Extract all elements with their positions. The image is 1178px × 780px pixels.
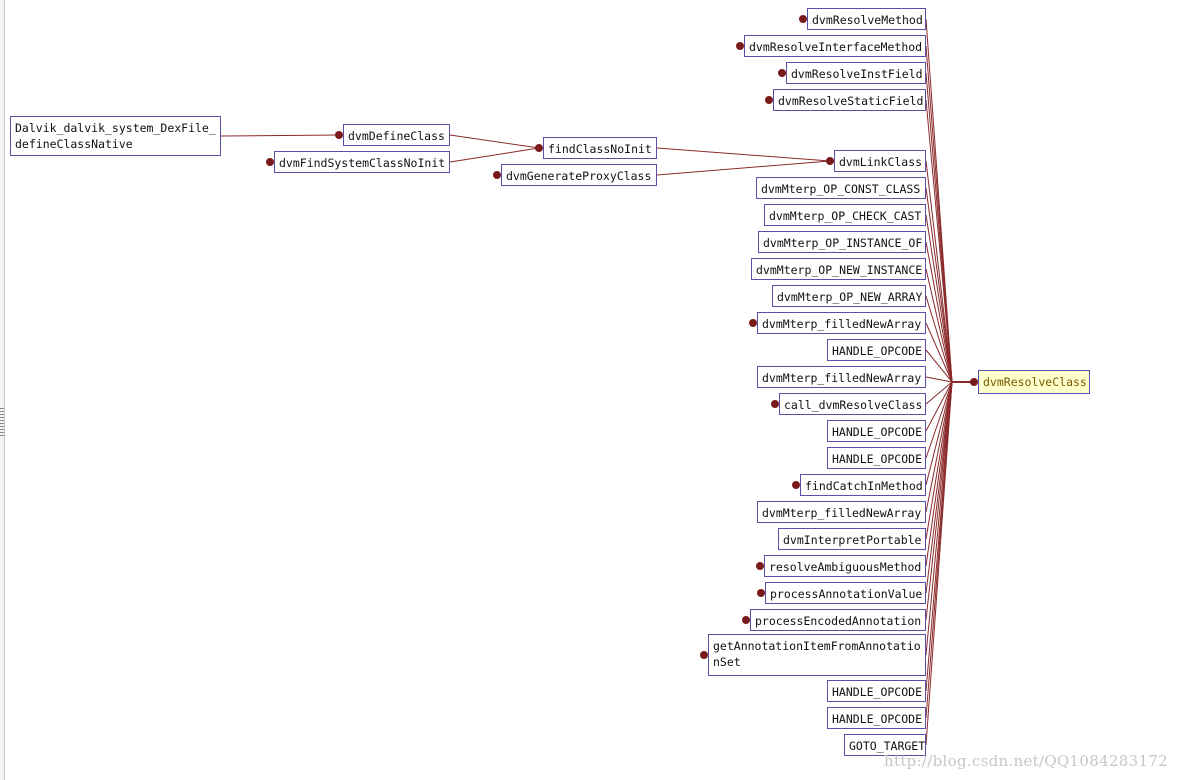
node-op-const-class[interactable]: dvmMterp_OP_CONST_CLASS (756, 177, 926, 199)
node-processannotationvalue[interactable]: processAnnotationValue (765, 582, 926, 604)
port-dot-n_resolve_ambig[interactable] (756, 562, 764, 570)
edge-n_find_catch-to-target (925, 381, 953, 486)
panel-splitter[interactable] (0, 0, 5, 780)
edge-n_proc_enc_annot-to-target (925, 381, 953, 621)
watermark: http://blog.csdn.net/QQ1084283172 (884, 752, 1168, 770)
edge-n_check_cast-to-target (925, 214, 953, 383)
edge-n_define_class-to-n_find_noinit (449, 134, 540, 149)
port-dot-n_resolve_static[interactable] (765, 96, 773, 104)
node-handle-opcode-3[interactable]: HANDLE_OPCODE (827, 447, 926, 469)
port-dot-n_find_noinit[interactable] (535, 144, 543, 152)
port-dot-n_resolve_method[interactable] (799, 15, 807, 23)
edge-n_goto_target-to-target (925, 381, 953, 746)
node-handle-opcode-5[interactable]: HANDLE_OPCODE (827, 707, 926, 729)
node-handle-opcode-1[interactable]: HANDLE_OPCODE (827, 339, 926, 361)
node-filled-new-array-2[interactable]: dvmMterp_filledNewArray (757, 366, 926, 388)
node-op-new-instance[interactable]: dvmMterp_OP_NEW_INSTANCE (751, 258, 926, 280)
node-op-check-cast[interactable]: dvmMterp_OP_CHECK_CAST (764, 204, 926, 226)
edge-n_filled_2-to-target (925, 376, 953, 383)
node-dvmresolvestaticfield[interactable]: dvmResolveStaticField (773, 89, 926, 111)
node-findcatchinmethod[interactable]: findCatchInMethod (800, 474, 926, 496)
edge-n_define_native-to-n_define_class (220, 134, 340, 137)
port-dot-target[interactable] (970, 378, 978, 386)
node-dvmresolveinstfield[interactable]: dvmResolveInstField (786, 62, 926, 84)
node-goto-target[interactable]: GOTO_TARGET (844, 734, 926, 756)
node-dvmlinkclass[interactable]: dvmLinkClass (834, 150, 926, 172)
node-op-instance-of[interactable]: dvmMterp_OP_INSTANCE_OF (758, 231, 926, 253)
edge-n_handle_2-to-target (925, 381, 953, 432)
node-getannotationitemfromannotationset[interactable]: getAnnotationItemFromAnnotationSet (708, 634, 926, 676)
edge-n_resolve_ambig-to-target (925, 381, 953, 567)
edge-n_filled_1-to-target (925, 322, 953, 383)
node-resolveambiguousmethod[interactable]: resolveAmbiguousMethod (764, 555, 926, 577)
node-filled-new-array-1[interactable]: dvmMterp_filledNewArray (757, 312, 926, 334)
edge-n_handle_1-to-target (925, 349, 953, 383)
node-op-new-array[interactable]: dvmMterp_OP_NEW_ARRAY (772, 285, 926, 307)
edge-n_gen_proxy-to-n_link_class (656, 160, 831, 176)
edge-n_link_class-to-target (925, 160, 953, 383)
port-dot-n_resolve_inst[interactable] (778, 69, 786, 77)
edge-n_resolve_static-to-target (925, 99, 953, 383)
edge-n_call_resolve-to-target (925, 381, 953, 405)
port-dot-n_proc_enc_annot[interactable] (742, 616, 750, 624)
node-dvminterpretportable[interactable]: dvmInterpretPortable (778, 528, 926, 550)
port-dot-n_filled_1[interactable] (749, 319, 757, 327)
node-dvmdefineclass[interactable]: dvmDefineClass (343, 124, 450, 146)
edge-n_filled_3-to-target (925, 381, 953, 513)
port-dot-n_find_catch[interactable] (792, 481, 800, 489)
port-dot-n_gen_proxy[interactable] (493, 171, 501, 179)
node-handle-opcode-4[interactable]: HANDLE_OPCODE (827, 680, 926, 702)
edge-n_get_annot_item-to-target (925, 381, 953, 656)
port-dot-n_link_class[interactable] (826, 157, 834, 165)
node-dvmresolvemethod[interactable]: dvmResolveMethod (807, 8, 926, 30)
edge-n_find_system-to-n_find_noinit (449, 147, 540, 163)
port-dot-n_define_class[interactable] (335, 131, 343, 139)
node-findclassnoinit[interactable]: findClassNoInit (543, 137, 657, 159)
port-dot-n_get_annot_item[interactable] (700, 651, 708, 659)
splitter-grip-icon[interactable] (0, 408, 4, 438)
node-dalvik-defineclassnative[interactable]: Dalvik_dalvik_system_DexFile_defineClass… (10, 116, 221, 156)
edge-n_new_instance-to-target (925, 268, 953, 383)
edge-n_new_array-to-target (925, 295, 953, 383)
edge-n_interp_portable-to-target (925, 381, 953, 540)
node-processencodedannotation[interactable]: processEncodedAnnotation (750, 609, 926, 631)
node-dvmresolveclass[interactable]: dvmResolveClass (978, 370, 1090, 394)
node-handle-opcode-2[interactable]: HANDLE_OPCODE (827, 420, 926, 442)
edge-n_instance_of-to-target (925, 241, 953, 383)
node-dvmgenerateproxyclass[interactable]: dvmGenerateProxyClass (501, 164, 657, 186)
port-dot-n_resolve_iface[interactable] (736, 42, 744, 50)
port-dot-n_call_resolve[interactable] (771, 400, 779, 408)
edge-n_handle_3-to-target (925, 381, 953, 459)
edge-n_const_class-to-target (925, 187, 953, 383)
port-dot-n_proc_annot_val[interactable] (757, 589, 765, 597)
edge-n_find_noinit-to-n_link_class (656, 147, 831, 162)
node-dvmfindsystemclassnoinit[interactable]: dvmFindSystemClassNoInit (274, 151, 450, 173)
node-filled-new-array-3[interactable]: dvmMterp_filledNewArray (757, 501, 926, 523)
node-dvmresolveinterfacemethod[interactable]: dvmResolveInterfaceMethod (744, 35, 926, 57)
node-call-dvmresolveclass[interactable]: call_dvmResolveClass (779, 393, 926, 415)
port-dot-n_find_system[interactable] (266, 158, 274, 166)
